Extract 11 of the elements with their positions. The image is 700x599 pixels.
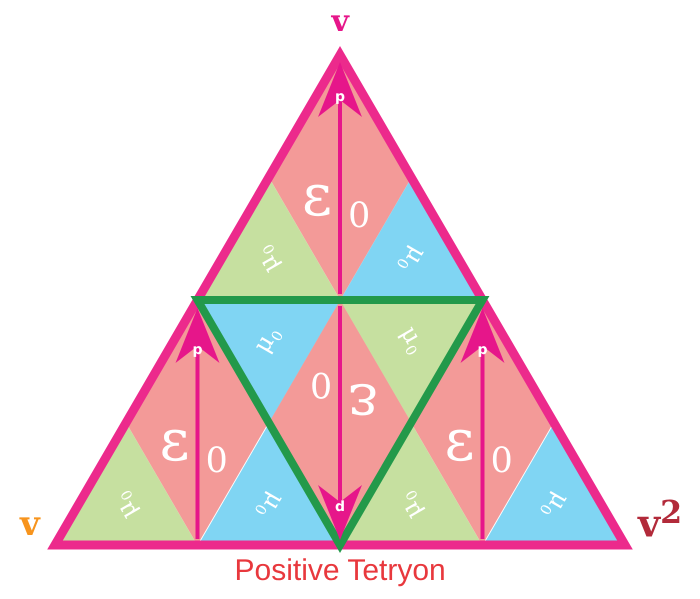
arrow-letter: p	[192, 343, 203, 357]
vertex-label: v	[332, 7, 349, 37]
arrow-letter: d	[335, 500, 346, 514]
arrow-letter: p	[335, 90, 346, 104]
arrow-letter: p	[478, 343, 488, 357]
vertex-label: v$^{2}$	[638, 497, 682, 543]
vertex-label: v	[20, 507, 40, 541]
caption: Positive Tetryon	[234, 556, 446, 586]
symbol-label: ε$_{0}$	[160, 411, 228, 479]
symbol-label: ε$_{0}$	[444, 411, 513, 479]
symbol-label: ε$_{0}$	[302, 166, 370, 234]
